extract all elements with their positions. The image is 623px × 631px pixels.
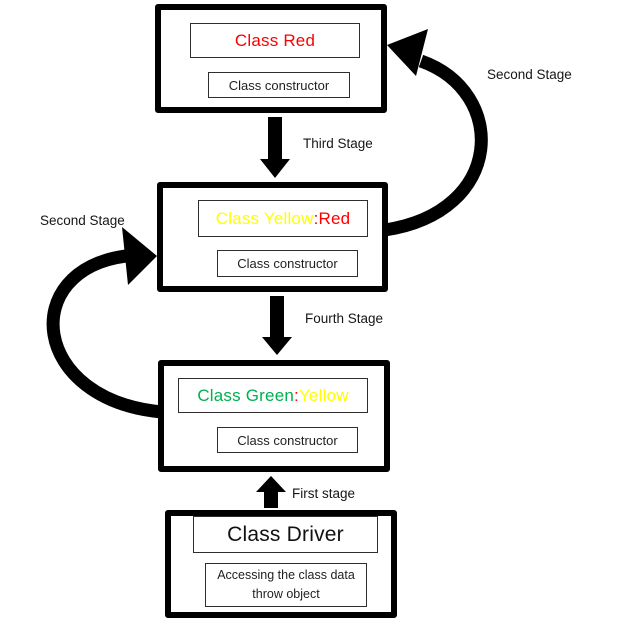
class-yellow-red-title-box: Class Yellow:Red bbox=[198, 200, 368, 237]
class-green-yellow-box: Class Green:Yellow Class constructor bbox=[158, 360, 390, 472]
fourth-stage-label: Fourth Stage bbox=[305, 311, 384, 326]
class-driver-title: Class Driver bbox=[227, 522, 344, 546]
third-stage-arrow bbox=[260, 117, 290, 178]
second-stage-right-arrowhead bbox=[387, 29, 428, 76]
class-yellow-red-box: Class Yellow:Red Class constructor bbox=[157, 182, 388, 292]
second-stage-left-arrowhead bbox=[122, 227, 157, 285]
first-stage-arrow bbox=[256, 476, 286, 508]
class-green-yellow-constructor-label: Class constructor bbox=[237, 432, 338, 448]
class-red-constructor-label: Class constructor bbox=[228, 77, 330, 93]
class-red-box: Class Red Class constructor bbox=[155, 4, 387, 113]
class-green-yellow-title-box: Class Green:Yellow bbox=[178, 378, 368, 413]
class-driver-box: Class Driver Accessing the class data th… bbox=[165, 510, 397, 618]
class-driver-body-box: Accessing the class data throw object bbox=[205, 563, 367, 607]
class-yellow-red-title-part: :Red bbox=[313, 208, 351, 228]
fourth-stage-arrow bbox=[262, 296, 292, 355]
class-green-title-part: Class Green bbox=[197, 385, 295, 405]
class-green-yellow-title-part: Yellow bbox=[298, 385, 349, 405]
class-red-constructor-box: Class constructor bbox=[208, 72, 350, 98]
class-red-title: Class Red bbox=[234, 30, 316, 50]
first-stage-label: First stage bbox=[292, 486, 356, 501]
class-driver-body-text: Accessing the class data throw object bbox=[217, 568, 355, 601]
second-stage-right-label: Second Stage bbox=[487, 67, 572, 82]
class-yellow-red-constructor-box: Class constructor bbox=[217, 250, 358, 277]
second-stage-right-curve bbox=[384, 54, 488, 237]
class-green-yellow-constructor-box: Class constructor bbox=[217, 427, 358, 453]
class-yellow-title-part: Class Yellow bbox=[215, 208, 314, 228]
class-green-colon-part: : bbox=[294, 385, 299, 405]
second-stage-left-curve bbox=[46, 249, 163, 419]
class-driver-title-box: Class Driver bbox=[193, 516, 378, 553]
third-stage-label: Third Stage bbox=[303, 136, 373, 151]
class-yellow-red-constructor-label: Class constructor bbox=[237, 256, 338, 271]
second-stage-left-label: Second Stage bbox=[40, 213, 125, 228]
class-red-title-box: Class Red bbox=[190, 23, 360, 58]
